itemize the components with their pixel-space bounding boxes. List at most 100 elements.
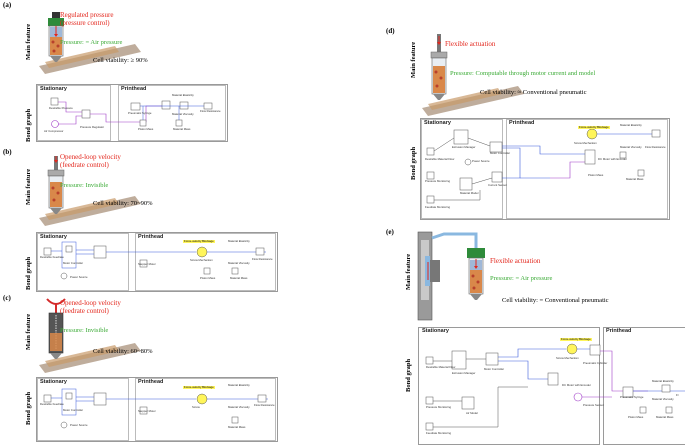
panel-d-main-feature-label: Main feature	[410, 41, 417, 78]
panel-a-block-material-mass: Material Mass	[173, 127, 191, 131]
panel-c-block-force-velocity-blockage: Force-velocity Blockage	[183, 385, 215, 389]
panel-d-stationary-title: Stationary	[424, 120, 451, 126]
panel-b-block-force-velocity-blockage: Force-velocity Blockage	[183, 239, 215, 243]
panel-a-printhead-title: Printhead	[121, 86, 147, 92]
panel-b-block-flow-resistance: Flow Resistance	[252, 257, 273, 261]
panel-e-printhead-box	[603, 327, 685, 445]
panel-d-block-current-sensor: Current Sensor	[488, 183, 507, 187]
panel-e-block-pressure-sensor: Pressure Sensor	[583, 403, 604, 407]
panel-c-stationary-title: Stationary	[40, 379, 67, 385]
panel-c-label: (c)	[3, 294, 11, 302]
panel-c-pressure-text: Pressure: Invisible	[60, 327, 109, 334]
panel-d-block-motor-controller: Motor Controller	[490, 151, 511, 155]
panel-e-block-feedrate-monitoring: Feedrate Monitoring	[426, 431, 452, 435]
panel-e-control-text: Flexible actuation	[490, 257, 541, 265]
panel-a-stationary-box	[37, 85, 111, 141]
panel-a-block-air-compressor: Air Compressor	[44, 129, 64, 133]
panel-e-block-force-velocity-blockage: Force-velocity Blockage	[560, 337, 592, 341]
panel-b-control-text: Opened-loop velocity (feedrate control)	[60, 153, 121, 169]
panel-e-printer-illustration	[417, 231, 485, 321]
panel-d-label: (d)	[386, 27, 395, 35]
panel-c-viability-text: Cell viability: 60~80%	[93, 348, 153, 355]
panel-e-printhead-title: Printhead	[606, 328, 632, 334]
panel-a-label: (a)	[3, 1, 12, 9]
panel-e-block-pneumatic-syringe: Pneumatic Syringe	[620, 395, 644, 399]
panel-b-block-power-source: Power Source	[70, 275, 88, 279]
panel-d-block-material-elasticity: Material Elasticity	[620, 123, 642, 127]
panel-c-control-text: Opened-loop velocity (feedrate control)	[60, 299, 121, 315]
panel-a-syringe-illustration	[39, 12, 141, 74]
panel-c-bond-graph-label: Bond graph	[25, 391, 32, 425]
panel-e-pressure-text: Pressure: = Air pressure	[490, 275, 553, 282]
panel-b-pressure-text: Pressure: Invisible	[60, 182, 109, 189]
panel-d-bond-graph-label: Bond graph	[410, 146, 417, 180]
panel-a-block-desirable-pressure: Desirable Pressure	[49, 106, 73, 110]
panel-d-block-power-source: Power Source	[472, 159, 490, 163]
panel-c-block-material-viscosity: Material Viscosity	[228, 405, 250, 409]
panel-c-block-flow-resistance: Flow Resistance	[254, 403, 275, 407]
panel-c-block-motor-controller: Motor Controller	[63, 408, 84, 412]
panel-a-control-text: Regulated pressure (pressure control)	[60, 11, 114, 27]
panel-a-stationary-title: Stationary	[40, 86, 67, 92]
panel-e-block-desirable-material-flow: Desirable Material Flow	[426, 365, 456, 369]
panel-e-block-pressure-monitoring: Pressure Monitoring	[426, 405, 452, 409]
panel-a-printhead-box	[118, 85, 226, 141]
panel-e-stationary-title: Stationary	[422, 328, 449, 334]
panel-c-block-material-mass: Material Mass	[228, 425, 246, 429]
panel-e-block-piston-mass: Piston Mass	[628, 415, 644, 419]
panel-c-block-screw: Screw	[192, 405, 200, 409]
panel-d-block-dc-motor-encoder: DC Motor with Encoder	[598, 157, 627, 161]
panel-c-block-desirable-feedrate: Desirable Feedrate	[40, 402, 64, 406]
panel-b-label: (b)	[3, 148, 12, 156]
panel-a-block-material-elasticity: Material Elasticity	[172, 93, 194, 97]
panel-d-bond-lines	[426, 128, 661, 204]
panel-d-block-feedrate-monitoring: Feedrate Monitoring	[425, 205, 451, 209]
panel-e-block-material-viscosity: Material Viscosity	[652, 397, 674, 401]
panel-c-bond-lines	[43, 388, 268, 429]
panel-d-control-text: Flexible actuation	[445, 40, 496, 48]
panel-e-block-screw-mechanism: Screw Mechanism	[556, 356, 579, 360]
panel-b-bond-lines	[43, 241, 266, 280]
panel-d-syringe-illustration	[422, 34, 524, 116]
panel-a-block-material-viscosity: Material Viscosity	[172, 112, 194, 116]
panel-b-block-piston-mass: Piston Mass	[200, 276, 216, 280]
panel-e-block-extrusion-manager: Extrusion Manager	[452, 371, 476, 375]
panel-e-block-material-mass: Material Mass	[656, 415, 674, 419]
panel-a-block-pneumatic-syringe: Pneumatic Syringe	[128, 111, 152, 115]
panel-e-block-dc-motor-encoder: DC Motor with Encoder	[562, 383, 591, 387]
panel-d-block-force-velocity-blockage: Force-velocity Blockage	[578, 125, 610, 129]
panel-e-bond-lines	[425, 343, 685, 431]
panel-b-stationary-box	[37, 233, 129, 291]
panel-e-bond-graph-label: Bond graph	[405, 358, 412, 392]
panel-d-printhead-title: Printhead	[509, 120, 535, 126]
panel-a-bond-graph-label: Bond graph	[25, 108, 32, 142]
panel-c-block-stepper-motor: Stepper Motor	[138, 409, 156, 413]
panel-a-block-flow-resistance: Flow Resistance	[200, 109, 221, 113]
panel-b-block-desirable-feedrate: Desirable Feedrate	[40, 255, 64, 259]
panel-b-block-stepper-motor: Stepper Motor	[138, 262, 156, 266]
panel-b-block-material-viscosity: Material Viscosity	[228, 261, 250, 265]
panel-e-viability-text: Cell viability: = Conventional pneumatic	[502, 297, 609, 304]
panel-d-block-material-viscosity: Material Viscosity	[620, 145, 642, 149]
panel-c-syringe-illustration	[39, 298, 141, 373]
panel-c-printhead-title: Printhead	[138, 379, 164, 385]
panel-e-block-air-model: Air Model	[466, 411, 478, 415]
panel-d-block-pressure-monitoring: Pressure Monitoring	[425, 179, 451, 183]
panel-c-block-power-source: Power Source	[70, 423, 88, 427]
panel-b-viability-text: Cell viability: 70~90%	[93, 200, 153, 207]
panel-b-main-feature-label: Main feature	[25, 168, 32, 205]
panel-e-block-pneumatic-cylinder: Pneumatic Cylinder	[583, 361, 608, 365]
panel-a-pressure-text: Pressure: = Air pressure	[60, 39, 123, 46]
panel-b-block-material-elasticity: Material Elasticity	[228, 239, 250, 243]
panel-d-pressure-text: Pressure: Computable through motor curre…	[450, 70, 596, 77]
panel-b-syringe-illustration	[39, 156, 141, 226]
panel-a-viability-text: Cell viability: ≥ 90%	[93, 57, 148, 64]
panel-a-block-piston-mass: Piston Mass	[138, 127, 154, 131]
panel-d-printhead-box	[506, 119, 668, 219]
panel-b-block-screw-mechanism: Screw Mechanism	[190, 258, 213, 262]
panel-b-block-material-mass: Material Mass	[230, 276, 248, 280]
panel-d-block-extrusion-manager: Extrusion Manager	[452, 145, 476, 149]
panel-d-block-material-mass: Material Mass	[626, 177, 644, 181]
panel-c-stationary-box	[37, 378, 129, 441]
panel-e-block-material-elasticity: Material Elasticity	[652, 379, 674, 383]
